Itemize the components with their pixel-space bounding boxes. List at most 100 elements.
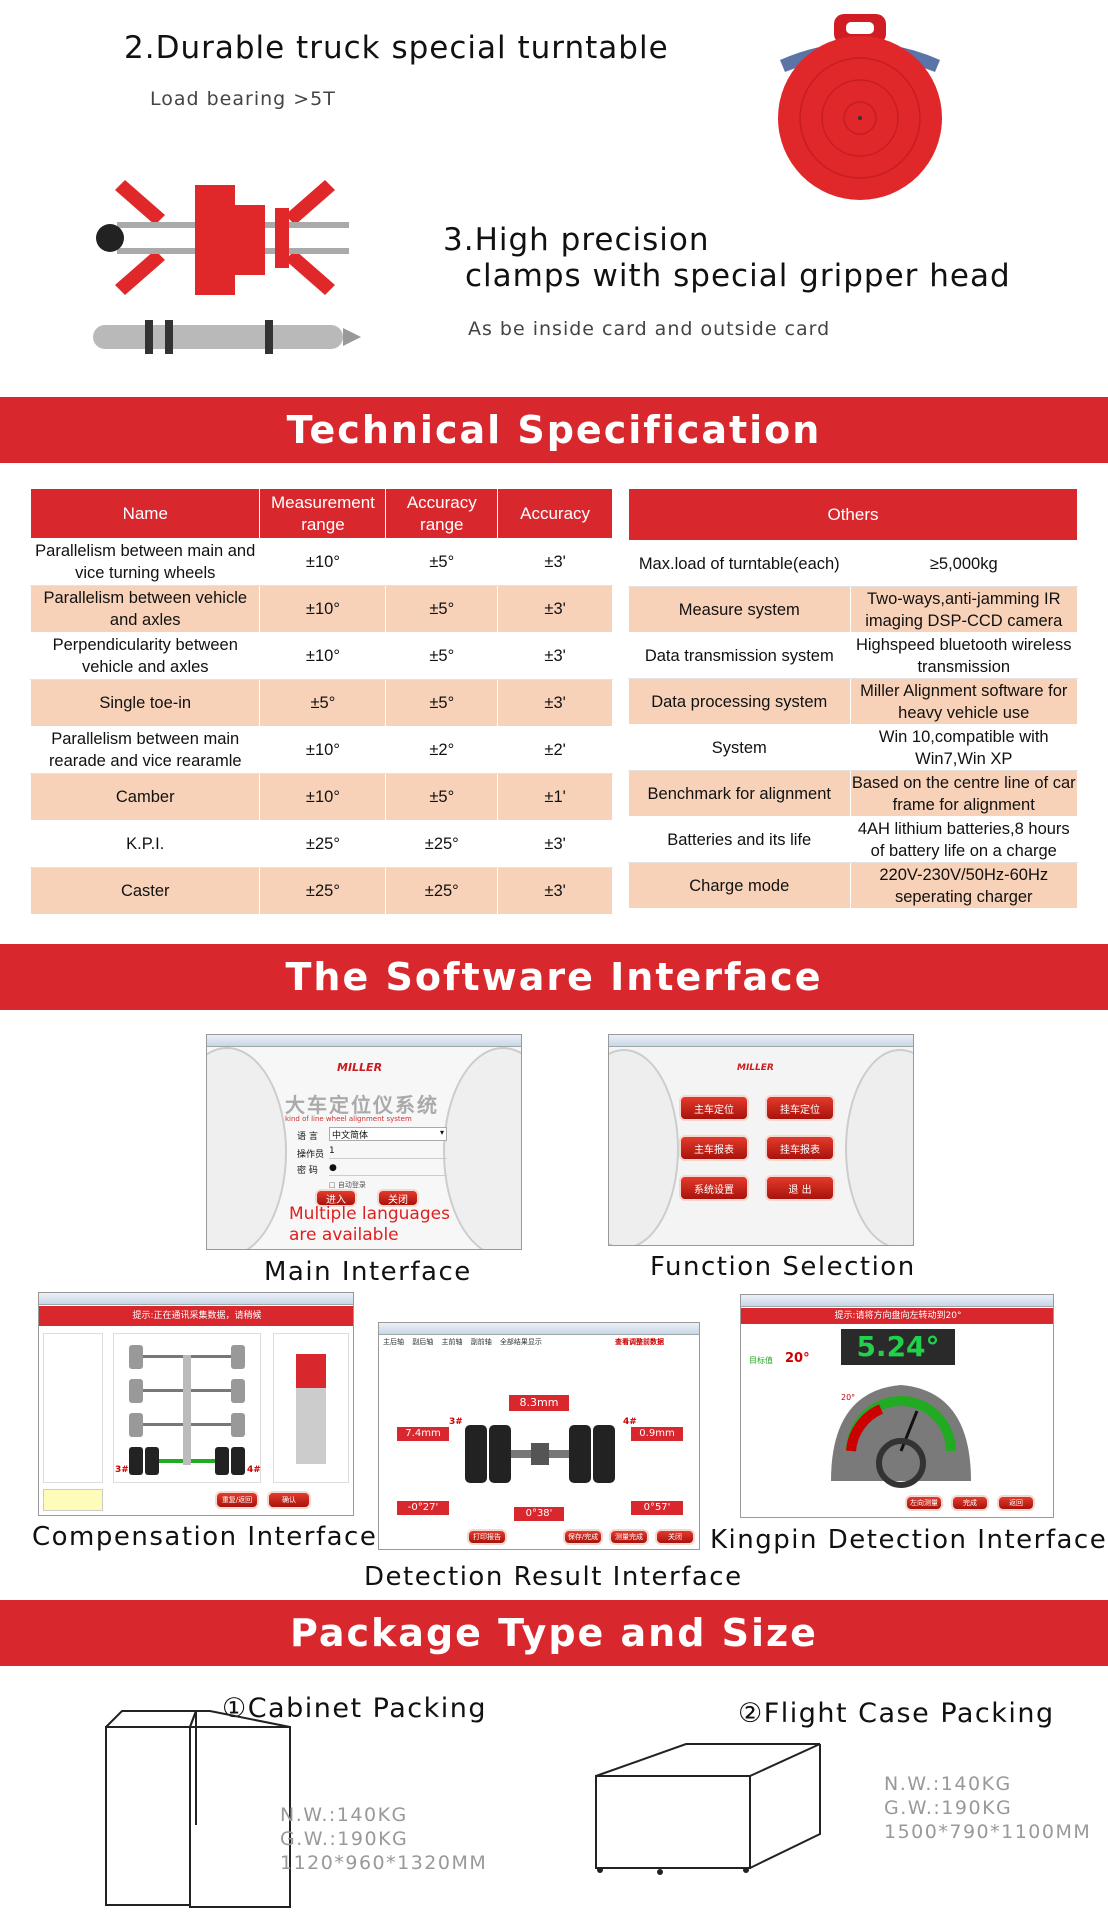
table-cell: System — [628, 724, 851, 771]
cabinet-nw: N.W.:140KG — [280, 1804, 408, 1826]
tab-vice-front[interactable]: 副前轴 — [470, 1338, 492, 1346]
operator-input[interactable]: 1 — [329, 1146, 447, 1159]
close-button[interactable]: 关闭 — [377, 1189, 419, 1207]
target-value: 20° — [785, 1351, 810, 1366]
table-cell: ±3' — [497, 632, 613, 680]
table-row: System Win 10,compatible with Win7,Win X… — [628, 724, 1079, 771]
axle-4-label: 4# — [623, 1417, 637, 1427]
trailer-report-button[interactable]: 挂车报表 — [765, 1135, 835, 1161]
table-cell: Max.load of turntable(each) — [628, 540, 851, 587]
function-selection-caption: Function Selection — [650, 1252, 916, 1282]
language-value: 中文简体 — [332, 1131, 369, 1141]
kingpin-detection-caption: Kingpin Detection Interface — [710, 1525, 1108, 1555]
software-banner: The Software Interface — [0, 944, 1108, 1010]
compensation-prompt: 提示:正在通讯采集数据，请稍候 — [39, 1306, 353, 1326]
languages-overlay-line1: Multiple languages — [289, 1204, 450, 1224]
operator-label: 操作员 — [297, 1150, 325, 1160]
compensation-caption: Compensation Interface — [32, 1522, 378, 1552]
table-row: Data processing system Miller Alignment … — [628, 678, 1079, 725]
auto-login-checkbox[interactable]: □ 自动登录 — [329, 1181, 366, 1189]
table-cell: ±3' — [497, 538, 613, 586]
table-cell: ±3' — [497, 867, 613, 915]
table-cell: Perpendicularity between vehicle and axl… — [29, 632, 261, 680]
tech-spec-banner: Technical Specification — [0, 397, 1108, 463]
table-cell: ±5° — [385, 585, 499, 633]
kingpin-prompt: 提示:请将方向盘向左转动到20° — [741, 1308, 1053, 1324]
close-button[interactable]: 关闭 — [655, 1529, 695, 1545]
main-interface-screen: MILLER 大车定位仪系统 kind of line wheel alignm… — [206, 1034, 522, 1250]
table-cell: ≥5,000kg — [849, 540, 1079, 587]
table-row: Parallelism between main rearade and vic… — [29, 726, 613, 774]
table-cell: Caster — [29, 867, 261, 915]
trailer-alignment-button[interactable]: 挂车定位 — [765, 1095, 835, 1121]
table-cell: 4AH lithium batteries,8 hours of battery… — [849, 816, 1079, 863]
exit-button[interactable]: 退 出 — [765, 1175, 835, 1201]
table-cell: ±25° — [259, 820, 387, 868]
spec-header-measurement: Measurement range — [259, 488, 387, 539]
main-vehicle-alignment-button[interactable]: 主车定位 — [679, 1095, 749, 1121]
main-vehicle-report-button[interactable]: 主车报表 — [679, 1135, 749, 1161]
left-bottom-value: -0°27' — [397, 1501, 449, 1515]
table-cell: ±3' — [497, 679, 613, 727]
table-row: Perpendicularity between vehicle and axl… — [29, 632, 613, 680]
save-complete-button[interactable]: 保存/完成 — [563, 1529, 603, 1545]
measure-complete-button[interactable]: 测量完成 — [609, 1529, 649, 1545]
complete-button[interactable]: 完成 — [951, 1495, 989, 1511]
tab-main-rear[interactable]: 主后轴 — [383, 1338, 404, 1346]
clamp-image — [93, 180, 361, 354]
detection-result-caption: Detection Result Interface — [364, 1562, 743, 1592]
table-cell: ±10° — [259, 726, 387, 774]
view-before-adjust-link[interactable]: 查看调整前数据 — [615, 1338, 664, 1346]
cabinet-packing-title: ①Cabinet Packing — [222, 1693, 487, 1724]
table-cell: Charge mode — [628, 862, 851, 909]
table-row: Camber ±10° ±5° ±1' — [29, 773, 613, 821]
table-row: Data transmission system Highspeed bluet… — [628, 632, 1079, 679]
table-cell: ±5° — [385, 632, 499, 680]
return-button[interactable]: 返回 — [997, 1495, 1035, 1511]
password-input[interactable]: ● — [329, 1163, 447, 1176]
system-title-cn: 大车定位仪系统 — [285, 1093, 439, 1117]
axle-4-label: 4# — [247, 1465, 261, 1475]
tab-main-front[interactable]: 主前轴 — [441, 1338, 463, 1346]
table-cell: Win 10,compatible with Win7,Win XP — [849, 724, 1079, 771]
axle-diagram — [129, 1345, 245, 1475]
compensation-screen: 提示:正在通讯采集数据，请稍候 3# 4# 重复/返回 确认 — [38, 1292, 354, 1516]
left-measure-button[interactable]: 左向测量 — [905, 1495, 943, 1511]
table-cell: ±3' — [497, 585, 613, 633]
turntable-subtitle: Load bearing >5T — [150, 88, 336, 110]
system-settings-button[interactable]: 系统设置 — [679, 1175, 749, 1201]
tab-vice-rear[interactable]: 副后轴 — [412, 1338, 434, 1346]
turntable-image — [778, 14, 942, 200]
flight-case-packing-title: ②Flight Case Packing — [738, 1698, 1055, 1729]
spec-table-right: Others Max.load of turntable(each) ≥5,00… — [628, 488, 1079, 909]
cabinet-gw: G.W.:190KG — [280, 1828, 409, 1850]
table-cell: Benchmark for alignment — [628, 770, 851, 817]
table-row: Max.load of turntable(each) ≥5,000kg — [628, 540, 1079, 587]
miller-logo: MILLER — [737, 1063, 774, 1073]
table-cell: ±5° — [385, 679, 499, 727]
spec-header-others: Others — [628, 488, 1078, 541]
table-cell: Measure system — [628, 586, 851, 633]
enter-button[interactable]: 进入 — [315, 1189, 357, 1207]
table-row: Parallelism between vehicle and axles ±1… — [29, 585, 613, 633]
confirm-button[interactable]: 确认 — [267, 1491, 311, 1509]
clamps-subtitle: As be inside card and outside card — [468, 318, 831, 340]
table-cell: ±2' — [497, 726, 613, 774]
table-cell: Single toe-in — [29, 679, 261, 727]
tab-all-results[interactable]: 全部结果显示 — [499, 1338, 542, 1346]
table-row: Measure system Two-ways,anti-jamming IR … — [628, 586, 1079, 633]
repeat-return-button[interactable]: 重复/返回 — [215, 1491, 259, 1509]
table-row: Parallelism between main and vice turnin… — [29, 538, 613, 586]
print-report-button[interactable]: 打印报告 — [467, 1529, 507, 1545]
main-interface-caption: Main Interface — [264, 1257, 472, 1287]
table-cell: ±25° — [385, 867, 499, 915]
spec-header-accuracy-range: Accuracy range — [385, 488, 499, 539]
spec-header-name: Name — [29, 488, 261, 539]
cabinet-size: 1120*960*1320MM — [280, 1852, 488, 1874]
table-cell: ±10° — [259, 585, 387, 633]
spec-table-left: Name Measurement range Accuracy range Ac… — [29, 488, 613, 915]
table-cell: ±1' — [497, 773, 613, 821]
gauge-value: 20° — [841, 1393, 856, 1402]
table-cell: ±5° — [259, 679, 387, 727]
language-select[interactable]: 中文简体 ▾ — [329, 1127, 447, 1141]
